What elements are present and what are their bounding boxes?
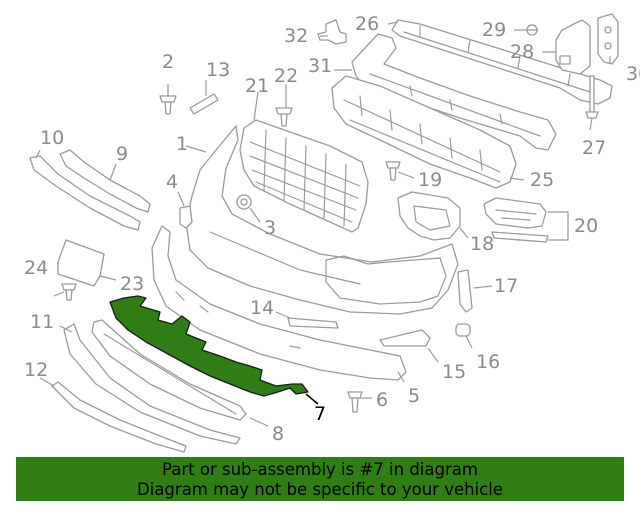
part-1-bumper-cover bbox=[185, 125, 459, 315]
part-15-trim bbox=[379, 329, 431, 347]
part-20-side-bezel bbox=[483, 197, 549, 243]
part-4-bracket bbox=[179, 205, 193, 229]
part-26-reinforcement-bar bbox=[391, 19, 613, 105]
callout-12: 12 bbox=[24, 359, 48, 381]
callout-30: 30 bbox=[626, 63, 640, 85]
part-2-screw bbox=[159, 95, 177, 115]
part-21-grille bbox=[239, 119, 369, 233]
callout-10: 10 bbox=[40, 127, 64, 149]
part-10-trim-strip bbox=[29, 155, 141, 231]
callout-6: 6 bbox=[376, 389, 388, 411]
info-banner: Part or sub-assembly is #7 in diagram Di… bbox=[16, 457, 624, 501]
banner-line-2: Diagram may not be specific to your vehi… bbox=[137, 480, 503, 499]
callout-1: 1 bbox=[176, 133, 188, 155]
callout-16: 16 bbox=[476, 351, 500, 373]
part-17-side-marker bbox=[457, 269, 473, 313]
callout-21: 21 bbox=[245, 75, 269, 97]
part-7-lower-spoiler-highlighted bbox=[109, 295, 309, 397]
part-32-bracket bbox=[317, 19, 347, 45]
callout-2: 2 bbox=[162, 51, 174, 73]
callout-28: 28 bbox=[510, 41, 534, 63]
callout-4: 4 bbox=[166, 171, 178, 193]
part-8-lower-trim bbox=[91, 319, 247, 421]
callout-8: 8 bbox=[272, 423, 284, 445]
part-23-license-bracket bbox=[57, 239, 105, 287]
callout-20: 20 bbox=[574, 215, 598, 237]
part-6-bolt bbox=[347, 391, 363, 413]
part-9-trim-strip bbox=[59, 149, 151, 213]
part-19-screw bbox=[385, 161, 401, 181]
part-3-grommet bbox=[236, 194, 252, 210]
leader-lines bbox=[35, 21, 611, 427]
callout-13: 13 bbox=[206, 59, 230, 81]
callout-18: 18 bbox=[470, 233, 494, 255]
callout-5: 5 bbox=[408, 385, 420, 407]
part-25-energy-absorber bbox=[331, 75, 517, 189]
part-18-fog-bezel bbox=[397, 191, 461, 241]
part-5-lower-section bbox=[151, 225, 407, 381]
part-30-side-bracket bbox=[597, 13, 619, 65]
part-27-long-bolt bbox=[585, 75, 599, 119]
part-28-bracket bbox=[555, 19, 591, 75]
callout-7: 7 bbox=[314, 403, 326, 425]
callout-17: 17 bbox=[494, 275, 518, 297]
callout-29: 29 bbox=[482, 19, 506, 41]
part-11-side-strip bbox=[63, 323, 241, 445]
part-14-strip bbox=[287, 317, 339, 329]
callout-15: 15 bbox=[442, 361, 466, 383]
part-22-screw bbox=[275, 107, 293, 127]
callout-19: 19 bbox=[418, 169, 442, 191]
part-12-bottom-lip bbox=[51, 381, 187, 453]
callout-25: 25 bbox=[530, 169, 554, 191]
callout-14: 14 bbox=[250, 297, 274, 319]
callout-26: 26 bbox=[355, 13, 379, 35]
callout-9: 9 bbox=[116, 143, 128, 165]
callout-32: 32 bbox=[284, 25, 308, 47]
part-16-cap bbox=[455, 323, 471, 337]
callout-22: 22 bbox=[274, 65, 298, 87]
banner-line-1: Part or sub-assembly is #7 in diagram bbox=[162, 460, 478, 479]
part-29-bolt bbox=[525, 24, 539, 36]
part-13-clip bbox=[189, 93, 219, 115]
callout-31: 31 bbox=[308, 55, 332, 77]
callout-23: 23 bbox=[120, 273, 144, 295]
callout-3: 3 bbox=[264, 217, 276, 239]
callout-24: 24 bbox=[24, 257, 48, 279]
callout-numbers: 2 13 21 22 1 9 10 4 3 32 31 26 29 28 30 … bbox=[24, 13, 640, 445]
part-24-screw bbox=[61, 283, 77, 301]
callout-27: 27 bbox=[582, 137, 606, 159]
callout-11: 11 bbox=[30, 311, 54, 333]
